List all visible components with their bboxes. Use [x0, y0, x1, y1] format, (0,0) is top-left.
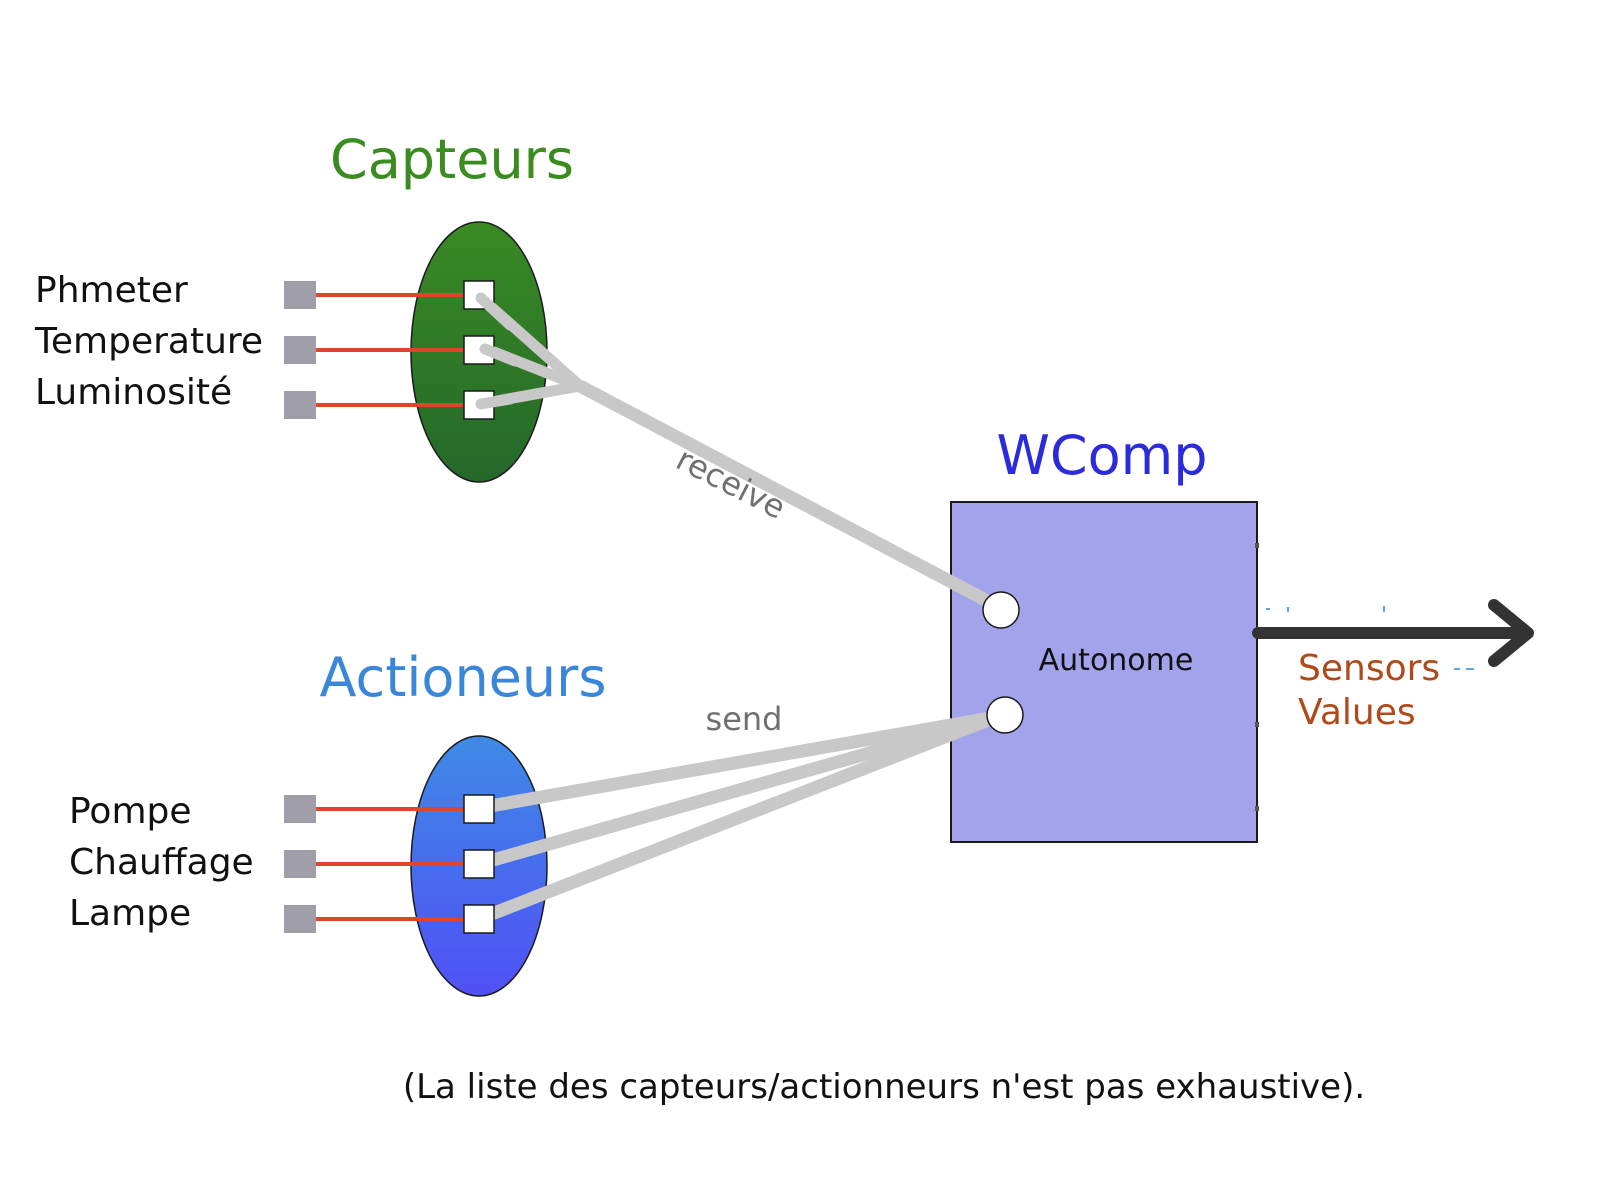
receive-label: receive: [670, 440, 791, 527]
sensors-title: Capteurs: [330, 128, 574, 191]
actuator-device-lampe: [284, 905, 316, 933]
wcomp-box-tick: [1255, 722, 1259, 727]
actuator-port-pompe[interactable]: [463, 794, 495, 824]
actuator-label-pompe: Pompe: [69, 791, 192, 832]
sensor-device-phmeter: [284, 281, 316, 309]
actuator-device-pompe: [284, 795, 316, 823]
receive-branch-tip-temperature: [479, 343, 521, 367]
actuator-label-lampe: Lampe: [69, 893, 191, 934]
sensor-label-temperature: Temperature: [34, 321, 263, 362]
output-arrow-head: [1488, 599, 1534, 667]
send-wire-chauffage: [477, 710, 998, 871]
wcomp-title: WComp: [996, 424, 1207, 487]
sensor-device-temperature: [284, 336, 316, 364]
actuator-label-chauffage: Chauffage: [69, 842, 254, 883]
send-wire-lampe: [476, 710, 999, 926]
wcomp-receive-port[interactable]: [982, 591, 1020, 629]
wcomp-component-box[interactable]: [950, 501, 1258, 843]
wcomp-box-tick: [1255, 543, 1259, 548]
sensor-label-phmeter: Phmeter: [35, 270, 188, 311]
output-label-line2: Values: [1298, 692, 1416, 733]
wcomp-component-label: Autonome: [1039, 643, 1194, 678]
receive-branch-tip-phmeter: [475, 292, 516, 331]
diagram-caption: (La liste des capteurs/actionneurs n'est…: [403, 1067, 1365, 1107]
send-label: send: [706, 700, 783, 738]
actuator-device-chauffage: [284, 850, 316, 878]
actuators-title: Actioneurs: [320, 646, 607, 709]
receive-branch-tip-luminosite: [475, 393, 516, 410]
receive-wire: [576, 380, 997, 610]
actuator-port-chauffage[interactable]: [463, 849, 495, 879]
output-label-line1: Sensors: [1298, 648, 1440, 689]
sensor-label-luminosite: Luminosité: [35, 372, 232, 413]
sensor-device-luminosite: [284, 391, 316, 419]
wcomp-box-tick: [1255, 806, 1259, 811]
actuator-port-lampe[interactable]: [463, 904, 495, 934]
send-wire-pompe: [477, 710, 998, 815]
wcomp-send-port[interactable]: [986, 696, 1024, 734]
